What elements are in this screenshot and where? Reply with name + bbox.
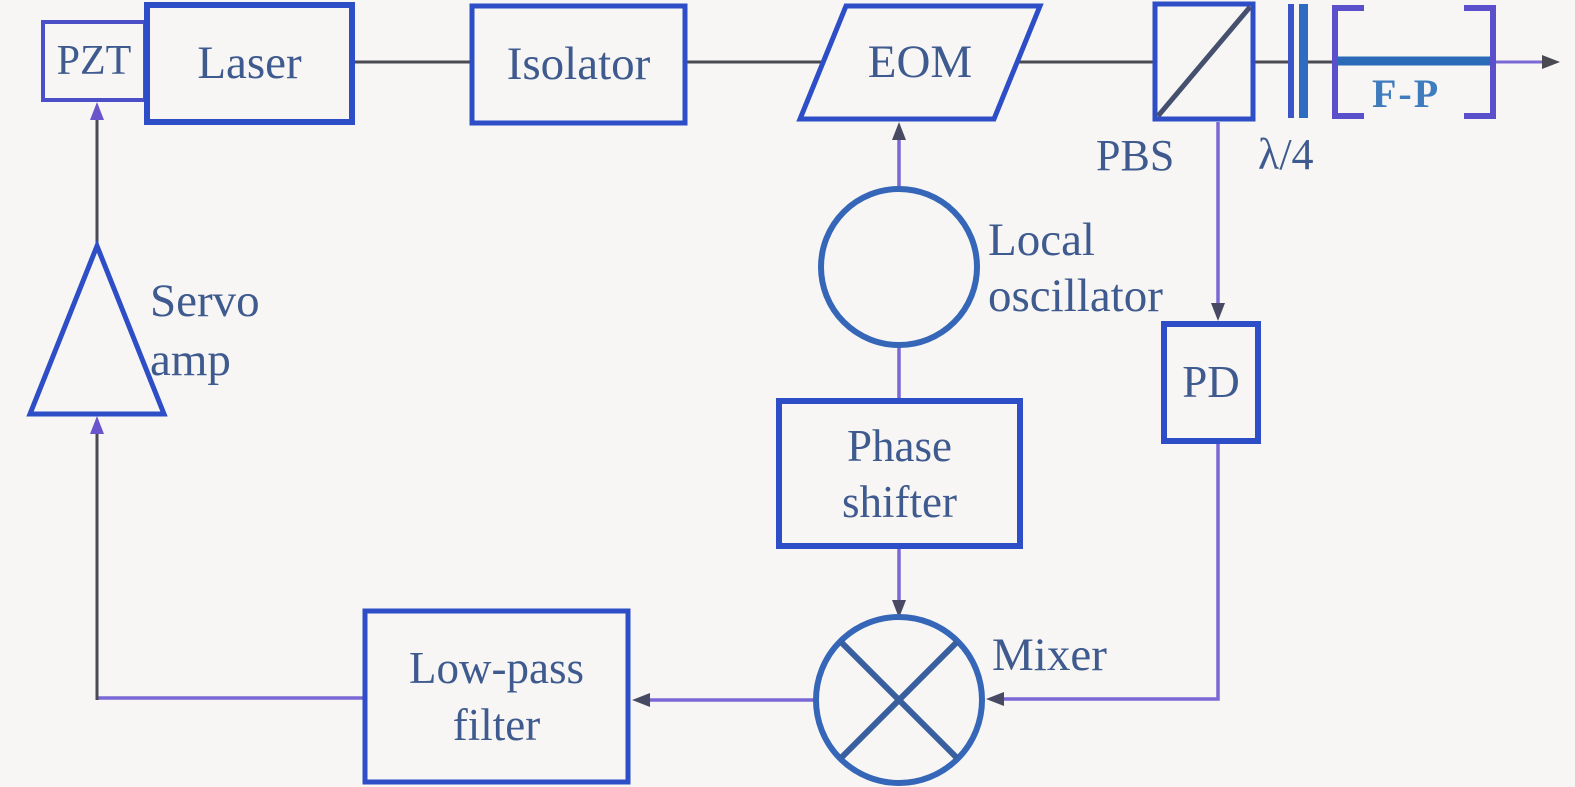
arrowhead-pd-to-mixer xyxy=(986,692,1004,706)
waveplate-label-text: λ/4 xyxy=(1258,130,1314,179)
waveplate-bar-right xyxy=(1299,4,1308,118)
pd-label: PD xyxy=(1164,324,1258,441)
arrowhead-mixer-to-lpf xyxy=(632,693,650,707)
fp-bracket-right xyxy=(1464,5,1496,119)
servo-amp-label: Servo amp xyxy=(150,272,260,390)
low-pass-filter-label: Low-pass filter xyxy=(365,611,628,782)
arrowhead-phase-shifter-to-mixer xyxy=(892,600,906,618)
laser-box xyxy=(144,2,355,125)
local-oscillator-label-line2: oscillator xyxy=(988,270,1163,322)
arrowhead-beam-output xyxy=(1542,55,1560,69)
pbs-cube xyxy=(1152,1,1256,122)
arrowhead-into-servo-amp xyxy=(90,416,104,434)
laser-label-text: Laser xyxy=(197,37,302,89)
laser-label: Laser xyxy=(147,5,352,122)
servo-amp-label-line1: Servo xyxy=(150,275,260,327)
low-pass-filter-label-line1: Low-pass xyxy=(409,642,584,693)
local-oscillator-label-line1: Local xyxy=(988,214,1095,266)
low-pass-filter-label-line2: filter xyxy=(452,699,541,750)
arrowhead-lo-to-eom xyxy=(892,122,906,140)
mixer-x-diagonal-2 xyxy=(838,639,960,761)
phase-shifter-label-line2: shifter xyxy=(842,476,957,527)
mixer-circle xyxy=(813,614,985,786)
pzt-label-text: PZT xyxy=(56,38,132,84)
waveplate-label: λ/4 xyxy=(1258,133,1314,177)
arrowhead-pbs-to-pd xyxy=(1211,303,1225,321)
phase-shifter-box xyxy=(776,398,1023,549)
phase-shifter-label: Phase shifter xyxy=(779,401,1020,546)
servo-amp-triangle xyxy=(26,239,168,417)
waveplate-bar-left xyxy=(1288,4,1294,118)
low-pass-filter-box xyxy=(362,608,631,785)
eom-parallelogram xyxy=(796,3,1044,122)
signal-line-pd-to-mixer xyxy=(996,443,1220,701)
isolator-label-text: Isolator xyxy=(506,38,651,90)
local-oscillator-label: Local oscillator xyxy=(988,212,1163,324)
eom-label: EOM xyxy=(800,6,1040,119)
phase-shifter-label-line1: Phase xyxy=(847,420,952,471)
arrowhead-into-pzt xyxy=(90,102,104,120)
pd-box xyxy=(1161,321,1261,444)
isolator-box xyxy=(469,3,688,126)
local-oscillator-circle xyxy=(818,186,980,348)
eom-label-text: EOM xyxy=(867,36,973,88)
fp-bracket-left xyxy=(1332,5,1364,119)
pbs-label-text: PBS xyxy=(1096,131,1175,180)
pbs-label: PBS xyxy=(1096,134,1174,178)
mixer-label: Mixer xyxy=(992,632,1107,679)
servo-amp-label-line2: amp xyxy=(150,334,231,386)
pbs-diagonal xyxy=(1156,5,1252,118)
isolator-label: Isolator xyxy=(472,6,685,123)
fp-label-text: F-P xyxy=(1372,71,1441,116)
pzt-label: PZT xyxy=(43,22,145,100)
pd-label-text: PD xyxy=(1182,357,1240,407)
fp-label: F-P xyxy=(1372,74,1440,114)
mixer-label-text: Mixer xyxy=(992,629,1107,681)
